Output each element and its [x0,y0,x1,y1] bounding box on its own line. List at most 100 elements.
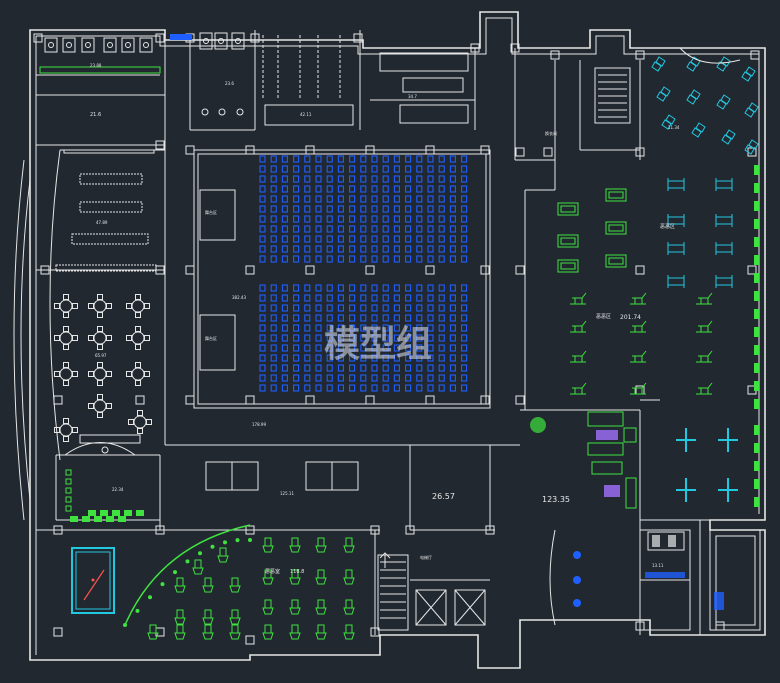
lounge-chair [744,107,755,118]
seat [405,235,412,243]
exercise-bike [696,350,713,363]
seat [293,324,300,332]
play-chair [315,569,327,585]
column [425,265,435,275]
column [353,33,363,43]
seat [449,245,456,253]
seat [461,284,468,292]
column [53,395,63,405]
seat [293,245,300,253]
chair [54,335,60,341]
chair [88,371,94,377]
seat [449,175,456,183]
seat [360,205,367,213]
seat [360,294,367,302]
seat [326,165,333,173]
chair [63,294,69,300]
seat [360,155,367,163]
seat [438,344,445,352]
seat [416,255,423,263]
seat [349,245,356,253]
seat [371,245,378,253]
seat [371,344,378,352]
bench-marker [94,516,102,522]
seat [293,215,300,223]
bench-marker [82,516,90,522]
chair [97,294,103,300]
top-left-rooms [39,32,245,272]
seat [416,354,423,362]
chair [106,303,112,309]
seat [371,255,378,263]
seat [427,324,434,332]
column [370,525,380,535]
seat [427,294,434,302]
seat [337,304,344,312]
seat [326,235,333,243]
seat [360,374,367,382]
seat [315,235,322,243]
label-music-area: 13.11 [652,563,664,568]
watermark: 模型组 [324,324,432,365]
seat [371,185,378,193]
seat [416,294,423,302]
cross-desk [718,428,738,452]
seat [349,384,356,392]
seat [382,354,389,362]
seat [259,354,266,362]
label-play-room: 118.8 [290,569,304,575]
column [515,395,525,405]
seat [293,364,300,372]
window-marker [754,363,759,373]
seat [449,374,456,382]
seat [382,384,389,392]
seat [449,195,456,203]
chair [63,362,69,368]
seat [416,314,423,322]
seat [326,284,333,292]
window-marker [754,201,759,211]
seat [405,294,412,302]
stage-box-left [199,189,236,241]
seat [293,344,300,352]
play-chair [315,624,327,640]
seat [304,225,311,233]
play-chair [262,569,274,585]
seat [360,255,367,263]
seat [382,215,389,223]
seat [371,175,378,183]
seat [382,324,389,332]
seat [371,235,378,243]
seat [315,215,322,223]
arc-marker [210,544,215,549]
chair [63,436,69,442]
window-marker [754,381,759,391]
play-chair [262,599,274,615]
label-room-center: 26.57 [432,492,455,501]
chair [63,380,69,386]
seat [326,384,333,392]
arc-marker [223,540,227,545]
seat [349,314,356,322]
window-marker [754,327,759,337]
seat [382,284,389,292]
seat [427,205,434,213]
column [245,635,255,645]
toilet-icon [125,42,131,48]
seat [427,165,434,173]
cross-desks [676,428,738,502]
label-store: 34.7 [408,94,417,99]
chair [63,326,69,332]
seat [461,235,468,243]
tag-stage-side-right: 舞台区 [205,335,217,341]
exercise-bike [570,320,587,333]
column [515,265,525,275]
toilet-icon [218,38,224,44]
seat [438,314,445,322]
seat [461,165,468,173]
sofa-cushion [560,262,576,270]
stool [136,510,144,516]
sofa-cushion [608,191,624,199]
window-marker [754,345,759,355]
label-upper-right: 11.34 [668,125,680,130]
